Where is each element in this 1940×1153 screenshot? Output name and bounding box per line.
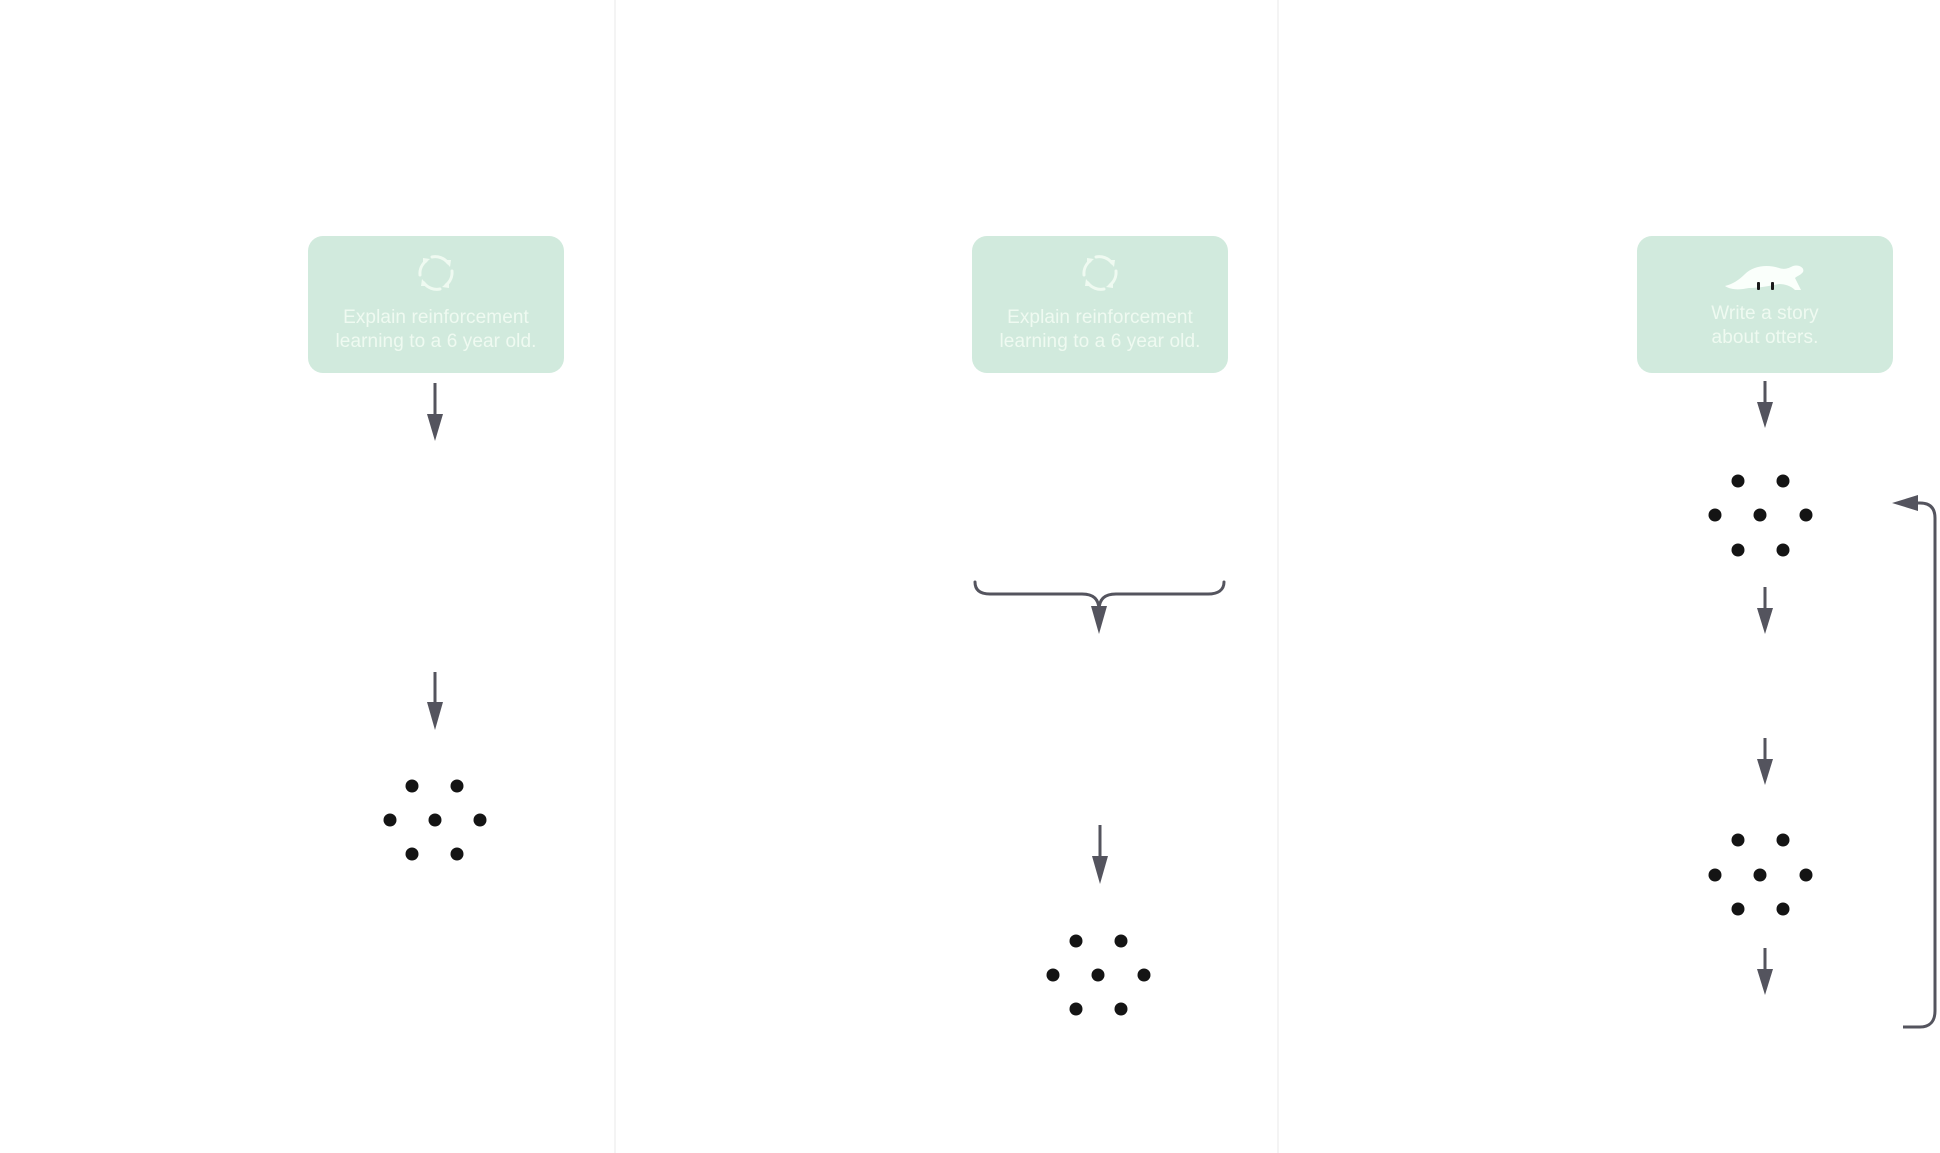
refresh-cycle-icon — [418, 255, 454, 291]
otter-icon — [1725, 265, 1804, 290]
prompt-card-panel-2: Explain reinforcement learning to a 6 ye… — [972, 236, 1228, 373]
prompt-line-1: Explain reinforcement — [1007, 307, 1193, 328]
arrow-down-icon — [427, 383, 443, 441]
arrow-down-icon — [1757, 381, 1773, 428]
prompt-card-panel-3: Write a story about otters. — [1637, 236, 1893, 373]
column-divider-1 — [614, 0, 616, 1153]
prompt-line-2: learning to a 6 year old. — [335, 331, 537, 352]
brace-merge-icon — [973, 580, 1226, 634]
prompt-line-1: Explain reinforcement — [343, 307, 529, 328]
prompt-line-2: learning to a 6 year old. — [999, 331, 1201, 352]
refresh-cycle-icon — [1082, 255, 1118, 291]
token-dots-cluster — [1708, 474, 1813, 557]
prompt-line-2: about otters. — [1711, 327, 1819, 348]
arrow-down-icon — [1757, 587, 1773, 634]
arrow-down-icon — [1092, 825, 1108, 884]
arrow-down-icon — [1757, 948, 1773, 995]
token-dots-cluster — [383, 779, 487, 861]
arrow-down-icon — [427, 672, 443, 730]
token-dots-cluster — [1708, 833, 1813, 916]
column-divider-2 — [1277, 0, 1279, 1153]
loop-back-arrow-icon — [1892, 495, 1937, 1029]
token-dots-cluster — [1046, 934, 1151, 1016]
prompt-line-1: Write a story — [1711, 303, 1819, 324]
prompt-card-panel-1: Explain reinforcement learning to a 6 ye… — [308, 236, 564, 373]
arrow-down-icon — [1757, 738, 1773, 785]
